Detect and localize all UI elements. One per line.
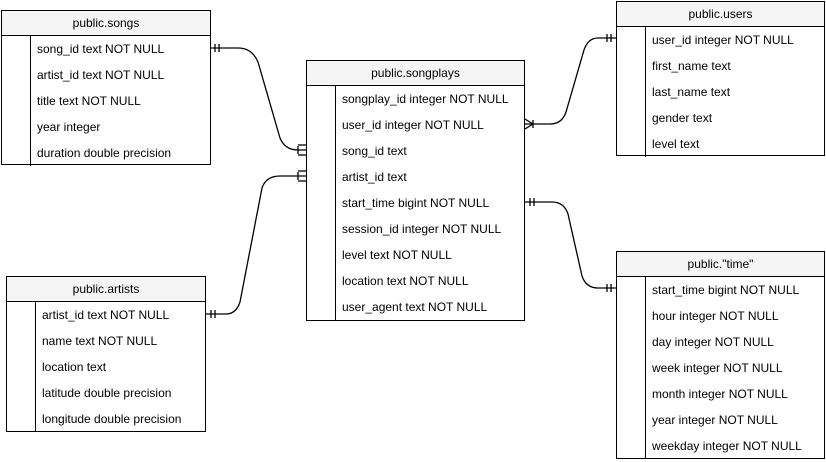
key-gutter	[2, 36, 31, 166]
column-location: location text NOT NULL	[342, 274, 469, 288]
column-longitude: longitude double precision	[42, 412, 182, 426]
column-name: name text NOT NULL	[42, 334, 158, 348]
table-users[interactable]: public.users user_id integer NOT NULL fi…	[616, 1, 825, 157]
column-start-time: start_time bigint NOT NULL	[652, 283, 800, 297]
column-artist-id: artist_id text NOT NULL	[37, 68, 165, 82]
column-year: year integer	[37, 120, 101, 134]
column-gender: gender text	[652, 111, 713, 125]
column-song-id: song_id text	[342, 144, 407, 158]
column-level: level text NOT NULL	[342, 248, 452, 262]
column-user-agent: user_agent text NOT NULL	[342, 300, 488, 314]
column-level: level text	[652, 137, 700, 151]
column-last-name: last_name text	[652, 85, 731, 99]
column-session-id: session_id integer NOT NULL	[342, 222, 502, 236]
key-gutter	[617, 277, 646, 459]
column-hour: hour integer NOT NULL	[652, 309, 779, 323]
column-first-name: first_name text	[652, 59, 731, 73]
column-day: day integer NOT NULL	[652, 335, 774, 349]
connector-artists-songplays	[206, 170, 306, 318]
table-time-title: public."time"	[617, 252, 824, 277]
column-songplay-id: songplay_id integer NOT NULL	[342, 92, 509, 106]
column-title: title text NOT NULL	[37, 94, 141, 108]
table-users-title: public.users	[617, 2, 824, 27]
table-songplays[interactable]: public.songplays songplay_id integer NOT…	[306, 60, 525, 321]
column-month: month integer NOT NULL	[652, 387, 788, 401]
column-song-id: song_id text NOT NULL	[37, 42, 165, 56]
column-year: year integer NOT NULL	[652, 413, 778, 427]
table-time[interactable]: public."time" start_time bigint NOT NULL…	[616, 251, 825, 459]
connector-users-songplays	[524, 34, 616, 130]
column-week: week integer NOT NULL	[652, 361, 783, 375]
column-location: location text	[42, 360, 107, 374]
connector-time-songplays	[525, 198, 616, 292]
table-songs-title: public.songs	[2, 11, 210, 36]
column-user-id: user_id integer NOT NULL	[652, 33, 794, 47]
column-latitude: latitude double precision	[42, 386, 172, 400]
column-start-time: start_time bigint NOT NULL	[342, 196, 490, 210]
key-gutter	[617, 27, 646, 157]
column-duration: duration double precision	[37, 146, 172, 160]
table-songplays-title: public.songplays	[307, 61, 524, 86]
column-artist-id: artist_id text NOT NULL	[42, 308, 170, 322]
table-songs[interactable]: public.songs song_id text NOT NULL artis…	[1, 10, 211, 166]
key-gutter	[307, 86, 336, 320]
table-artists-columns: artist_id text NOT NULL name text NOT NU…	[7, 302, 205, 432]
table-artists-title: public.artists	[7, 277, 205, 302]
table-time-columns: start_time bigint NOT NULL hour integer …	[617, 277, 824, 459]
key-gutter	[7, 302, 36, 432]
connector-songs-songplays	[210, 44, 306, 156]
table-songs-columns: song_id text NOT NULL artist_id text NOT…	[2, 36, 210, 166]
column-artist-id: artist_id text	[342, 170, 407, 184]
table-artists[interactable]: public.artists artist_id text NOT NULL n…	[6, 276, 206, 432]
column-user-id: user_id integer NOT NULL	[342, 118, 484, 132]
column-weekday: weekday integer NOT NULL	[652, 439, 802, 453]
table-songplays-columns: songplay_id integer NOT NULL user_id int…	[307, 86, 524, 320]
table-users-columns: user_id integer NOT NULL first_name text…	[617, 27, 824, 157]
